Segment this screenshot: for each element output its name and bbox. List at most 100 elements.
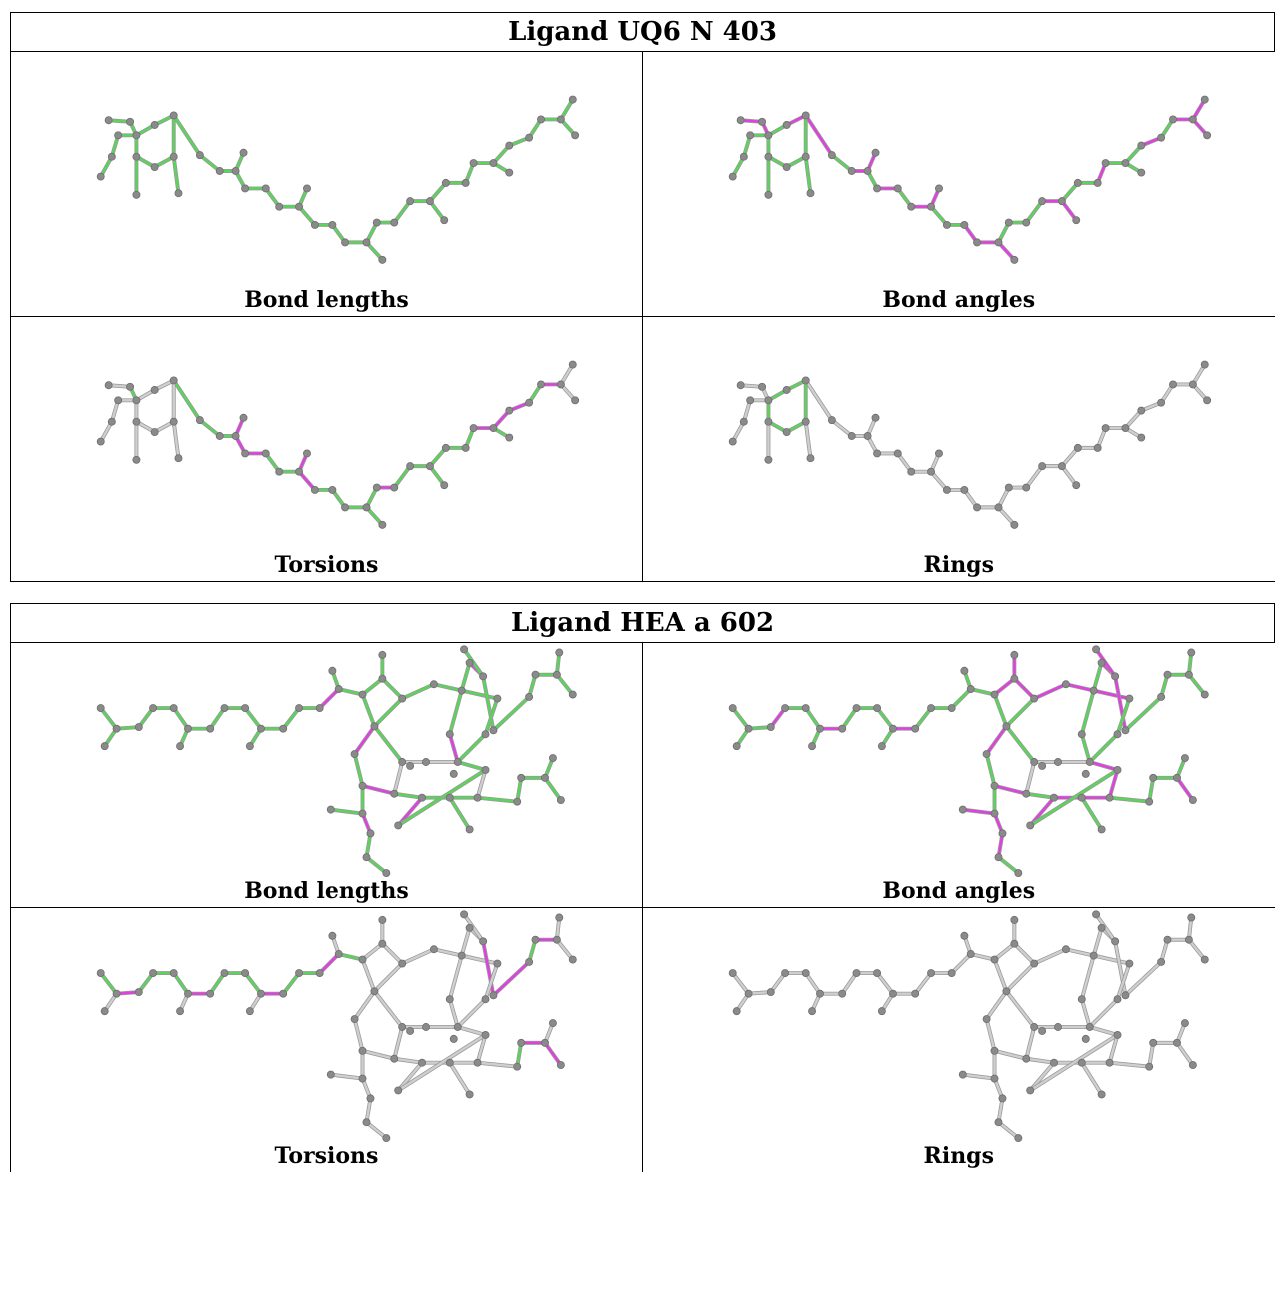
atom <box>990 955 999 964</box>
bond <box>984 989 1009 1022</box>
atom <box>873 184 882 193</box>
atom <box>328 931 337 940</box>
atom <box>556 796 565 805</box>
atom <box>104 381 113 390</box>
bond <box>171 378 202 423</box>
atom <box>907 467 916 476</box>
atom <box>927 467 936 476</box>
bond <box>1094 647 1118 679</box>
atom <box>947 704 956 713</box>
atom <box>150 163 159 171</box>
atom <box>531 935 540 944</box>
atom <box>893 449 902 458</box>
atom <box>537 115 545 124</box>
bond <box>243 971 263 996</box>
atom <box>406 197 415 206</box>
atom <box>469 424 478 433</box>
atom <box>425 462 434 471</box>
atom <box>1092 645 1101 654</box>
atom <box>1030 694 1039 703</box>
bond <box>1004 989 1037 1029</box>
bond <box>1032 947 1068 966</box>
molecule-diagram <box>96 360 580 529</box>
atom <box>1125 959 1134 968</box>
atom <box>1010 674 1019 683</box>
atom <box>422 758 430 766</box>
atom <box>1081 769 1090 778</box>
atom <box>525 692 534 701</box>
bond <box>875 971 895 996</box>
bond <box>1028 767 1120 828</box>
atom <box>990 1074 999 1083</box>
bond <box>803 113 834 158</box>
bond <box>392 199 413 225</box>
atom <box>827 416 836 425</box>
bond <box>400 947 436 966</box>
bond <box>829 418 854 438</box>
atom <box>1187 648 1196 657</box>
atom <box>220 969 229 978</box>
atom <box>973 238 982 247</box>
bond <box>984 724 1009 757</box>
atom <box>541 1038 549 1047</box>
atom <box>1173 773 1181 782</box>
atom <box>852 969 861 978</box>
atom <box>1169 115 1177 124</box>
atom <box>241 704 250 713</box>
atom <box>479 937 488 946</box>
bond <box>243 706 263 731</box>
atom <box>398 758 407 766</box>
atom <box>873 704 882 713</box>
atom <box>241 969 250 978</box>
atom <box>114 131 123 140</box>
atom <box>960 220 969 229</box>
atom <box>1081 1034 1090 1043</box>
atom <box>126 382 135 391</box>
bond <box>992 676 1017 697</box>
atom <box>513 1062 522 1071</box>
bond <box>447 997 460 1029</box>
atom <box>1111 672 1120 681</box>
atom <box>982 1015 991 1024</box>
atom <box>1026 1086 1035 1095</box>
atom <box>1121 726 1130 735</box>
atom <box>728 172 737 181</box>
atom <box>241 449 250 458</box>
atom <box>362 238 371 247</box>
atom <box>328 485 337 494</box>
bond <box>1091 660 1104 693</box>
atom <box>398 959 407 968</box>
bond <box>427 180 448 204</box>
atom <box>303 449 311 458</box>
atom <box>505 141 514 150</box>
bond <box>352 989 377 1022</box>
atom <box>1085 758 1094 766</box>
atom <box>568 955 577 964</box>
atom <box>1105 1058 1114 1067</box>
atom <box>766 988 775 997</box>
atom <box>390 483 399 492</box>
bond <box>992 783 1029 796</box>
atom <box>907 202 916 211</box>
atom <box>257 724 265 733</box>
bond <box>197 153 222 173</box>
panel-torsions: Torsions <box>10 316 643 582</box>
molecule-diagram <box>96 910 577 1143</box>
atom <box>132 455 141 464</box>
bond <box>475 767 488 800</box>
ligand-table-hea: Ligand HEA a 602 Bond lengths Bond angle… <box>10 603 1275 1172</box>
atom <box>847 167 856 175</box>
atom <box>489 424 498 433</box>
atom <box>96 704 105 713</box>
atom <box>425 197 434 206</box>
atom <box>169 376 178 385</box>
bond <box>380 941 405 966</box>
atom <box>764 131 773 140</box>
bond <box>372 989 405 1029</box>
atom <box>1157 398 1166 407</box>
atom <box>149 704 158 713</box>
atom <box>220 704 229 713</box>
bond <box>491 694 532 733</box>
atom <box>990 1046 999 1055</box>
atom <box>1200 955 1209 964</box>
